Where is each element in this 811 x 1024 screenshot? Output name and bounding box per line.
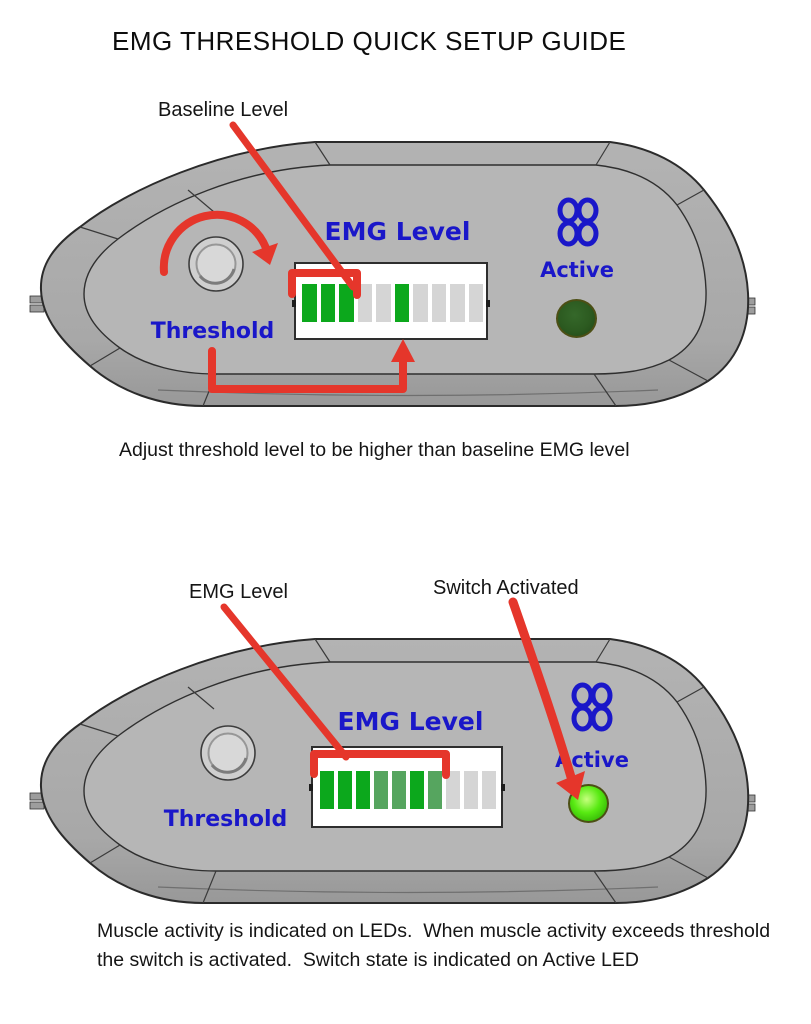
facet-lines: [79, 638, 709, 904]
led-bar: [374, 771, 388, 809]
led-bar: [357, 284, 372, 322]
led-bar: [394, 284, 409, 322]
clover-logo-icon: [571, 682, 613, 732]
bottom-seam-line: [157, 886, 659, 894]
led-bar: [302, 284, 317, 322]
threshold-label: Threshold: [150, 319, 275, 344]
led-bar: [450, 284, 465, 322]
led-bar: [320, 284, 335, 322]
led-bar: [428, 771, 442, 809]
emg-level-label: EMG Level: [324, 217, 471, 246]
led-bar: [413, 284, 428, 322]
clover-logo-icon: [557, 197, 599, 247]
left-notch: [29, 801, 45, 810]
page-title: EMG THRESHOLD QUICK SETUP GUIDE: [112, 26, 627, 56]
section2-caption: Muscle activity is indicated on LEDs. Wh…: [97, 920, 776, 971]
emg-level-label: EMG Level: [337, 707, 484, 736]
led-bar: [431, 284, 446, 322]
led-bar: [356, 771, 370, 809]
led-bar: [338, 771, 352, 809]
led-bar: [392, 771, 406, 809]
led-bar-display: [292, 262, 490, 340]
led-bar: [339, 284, 354, 322]
left-notch: [29, 304, 45, 313]
led-bar: [446, 771, 460, 809]
knob-shadow-arc: [210, 757, 248, 774]
led-bar: [376, 284, 391, 322]
led-bars: [320, 771, 496, 809]
led-bar-display: [309, 746, 505, 828]
threshold-label: Threshold: [163, 807, 288, 832]
active-led: [568, 784, 609, 823]
led-bar: [320, 771, 334, 809]
baseline-level-label: Baseline Level: [158, 99, 289, 121]
active-label: Active: [555, 748, 629, 772]
led-bar: [410, 771, 424, 809]
led-bar: [482, 771, 496, 809]
led-bar: [464, 771, 478, 809]
led-bars: [302, 284, 483, 322]
emg-level-annotation-label: EMG Level: [189, 581, 288, 603]
section1-caption: Adjust threshold level to be higher than…: [119, 439, 630, 461]
switch-activated-label: Switch Activated: [433, 577, 579, 599]
led-bar: [468, 284, 483, 322]
active-led: [556, 299, 597, 338]
active-label: Active: [540, 258, 614, 282]
